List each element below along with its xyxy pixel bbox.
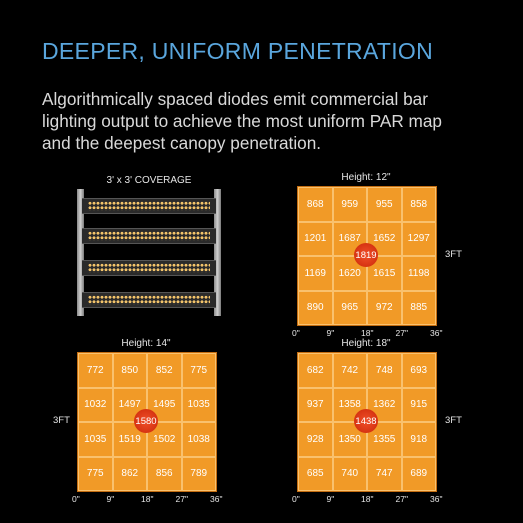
par-value-cell: 1652 bbox=[367, 221, 402, 256]
par-value-cell: 1198 bbox=[401, 256, 436, 291]
map-title: Height: 18" bbox=[341, 338, 391, 349]
dimension-label: 3FT bbox=[445, 415, 462, 426]
dimension-label: 3FT bbox=[53, 415, 70, 426]
dimension-label: 3FT bbox=[445, 249, 462, 260]
axis-tick-label: 0" bbox=[72, 494, 80, 504]
par-value-cell: 1201 bbox=[298, 221, 333, 256]
par-value-cell: 915 bbox=[401, 387, 436, 422]
par-value-cell: 955 bbox=[367, 187, 402, 222]
par-value-cell: 775 bbox=[78, 456, 113, 491]
axis-tick-label: 0" bbox=[292, 328, 300, 338]
light-fixture-image bbox=[77, 189, 221, 316]
axis-tick-label: 18" bbox=[361, 328, 374, 338]
fixture-rail bbox=[214, 189, 221, 316]
description-line: and the deepest canopy penetration. bbox=[42, 133, 322, 153]
par-value-cell: 772 bbox=[78, 353, 113, 388]
par-value-cell: 868 bbox=[298, 187, 333, 222]
light-bar bbox=[82, 198, 216, 214]
center-par-value: 1580 bbox=[134, 409, 158, 433]
par-value-cell: 689 bbox=[401, 456, 436, 491]
par-value-cell: 1035 bbox=[181, 387, 216, 422]
par-value-cell: 965 bbox=[332, 290, 367, 325]
axis-tick-label: 9" bbox=[106, 494, 115, 504]
par-value-cell: 1620 bbox=[332, 256, 367, 291]
fixture-rail bbox=[77, 189, 84, 316]
par-value-cell: 740 bbox=[332, 456, 367, 491]
par-value-cell: 775 bbox=[181, 353, 216, 388]
par-value-cell: 1038 bbox=[181, 422, 216, 457]
axis-tick-label: 36" bbox=[210, 494, 223, 504]
axis-tick-label: 0" bbox=[292, 494, 300, 504]
par-value-cell: 856 bbox=[147, 456, 182, 491]
axis-tick-label: 36" bbox=[430, 494, 443, 504]
par-value-cell: 685 bbox=[298, 456, 333, 491]
axis-tick-label: 18" bbox=[141, 494, 154, 504]
par-value-cell: 890 bbox=[298, 290, 333, 325]
par-value-cell: 1355 bbox=[367, 422, 402, 457]
par-value-cell: 1358 bbox=[332, 387, 367, 422]
par-value-cell: 1169 bbox=[298, 256, 333, 291]
par-value-cell: 1495 bbox=[147, 387, 182, 422]
par-value-cell: 1502 bbox=[147, 422, 182, 457]
par-value-cell: 1362 bbox=[367, 387, 402, 422]
axis-tick-label: 9" bbox=[326, 328, 335, 338]
par-value-cell: 937 bbox=[298, 387, 333, 422]
par-value-cell: 959 bbox=[332, 187, 367, 222]
par-value-cell: 918 bbox=[401, 422, 436, 457]
par-value-cell: 1519 bbox=[112, 422, 147, 457]
par-value-cell: 972 bbox=[367, 290, 402, 325]
par-value-cell: 682 bbox=[298, 353, 333, 388]
par-value-cell: 693 bbox=[401, 353, 436, 388]
center-par-value: 1819 bbox=[354, 243, 378, 267]
par-value-cell: 1032 bbox=[78, 387, 113, 422]
axis-tick-label: 27" bbox=[395, 328, 408, 338]
description-line: Algorithmically spaced diodes emit comme… bbox=[42, 89, 428, 109]
par-value-cell: 747 bbox=[367, 456, 402, 491]
light-bar bbox=[82, 292, 216, 308]
map-title: Height: 12" bbox=[341, 172, 391, 183]
par-value-cell: 862 bbox=[112, 456, 147, 491]
par-value-cell: 1497 bbox=[112, 387, 147, 422]
par-value-cell: 885 bbox=[401, 290, 436, 325]
axis-tick-label: 27" bbox=[175, 494, 188, 504]
light-bar bbox=[82, 260, 216, 276]
par-value-cell: 789 bbox=[181, 456, 216, 491]
par-value-cell: 850 bbox=[112, 353, 147, 388]
par-value-cell: 1615 bbox=[367, 256, 402, 291]
par-value-cell: 1297 bbox=[401, 221, 436, 256]
axis-tick-label: 36" bbox=[430, 328, 443, 338]
par-value-cell: 852 bbox=[147, 353, 182, 388]
par-value-cell: 1350 bbox=[332, 422, 367, 457]
par-value-cell: 742 bbox=[332, 353, 367, 388]
par-value-cell: 858 bbox=[401, 187, 436, 222]
page-title: DEEPER, UNIFORM PENETRATION bbox=[42, 38, 434, 64]
axis-tick-label: 9" bbox=[326, 494, 335, 504]
light-bar bbox=[82, 228, 216, 244]
par-value-cell: 928 bbox=[298, 422, 333, 457]
description: Algorithmically spaced diodes emit comme… bbox=[42, 88, 502, 154]
center-par-value: 1438 bbox=[354, 409, 378, 433]
fixture-title: 3' x 3' COVERAGE bbox=[106, 175, 192, 186]
par-value-cell: 1687 bbox=[332, 221, 367, 256]
description-line: lighting output to achieve the most unif… bbox=[42, 111, 442, 131]
par-value-cell: 1035 bbox=[78, 422, 113, 457]
par-value-cell: 748 bbox=[367, 353, 402, 388]
map-title: Height: 14" bbox=[121, 338, 171, 349]
axis-tick-label: 27" bbox=[395, 494, 408, 504]
axis-tick-label: 18" bbox=[361, 494, 374, 504]
